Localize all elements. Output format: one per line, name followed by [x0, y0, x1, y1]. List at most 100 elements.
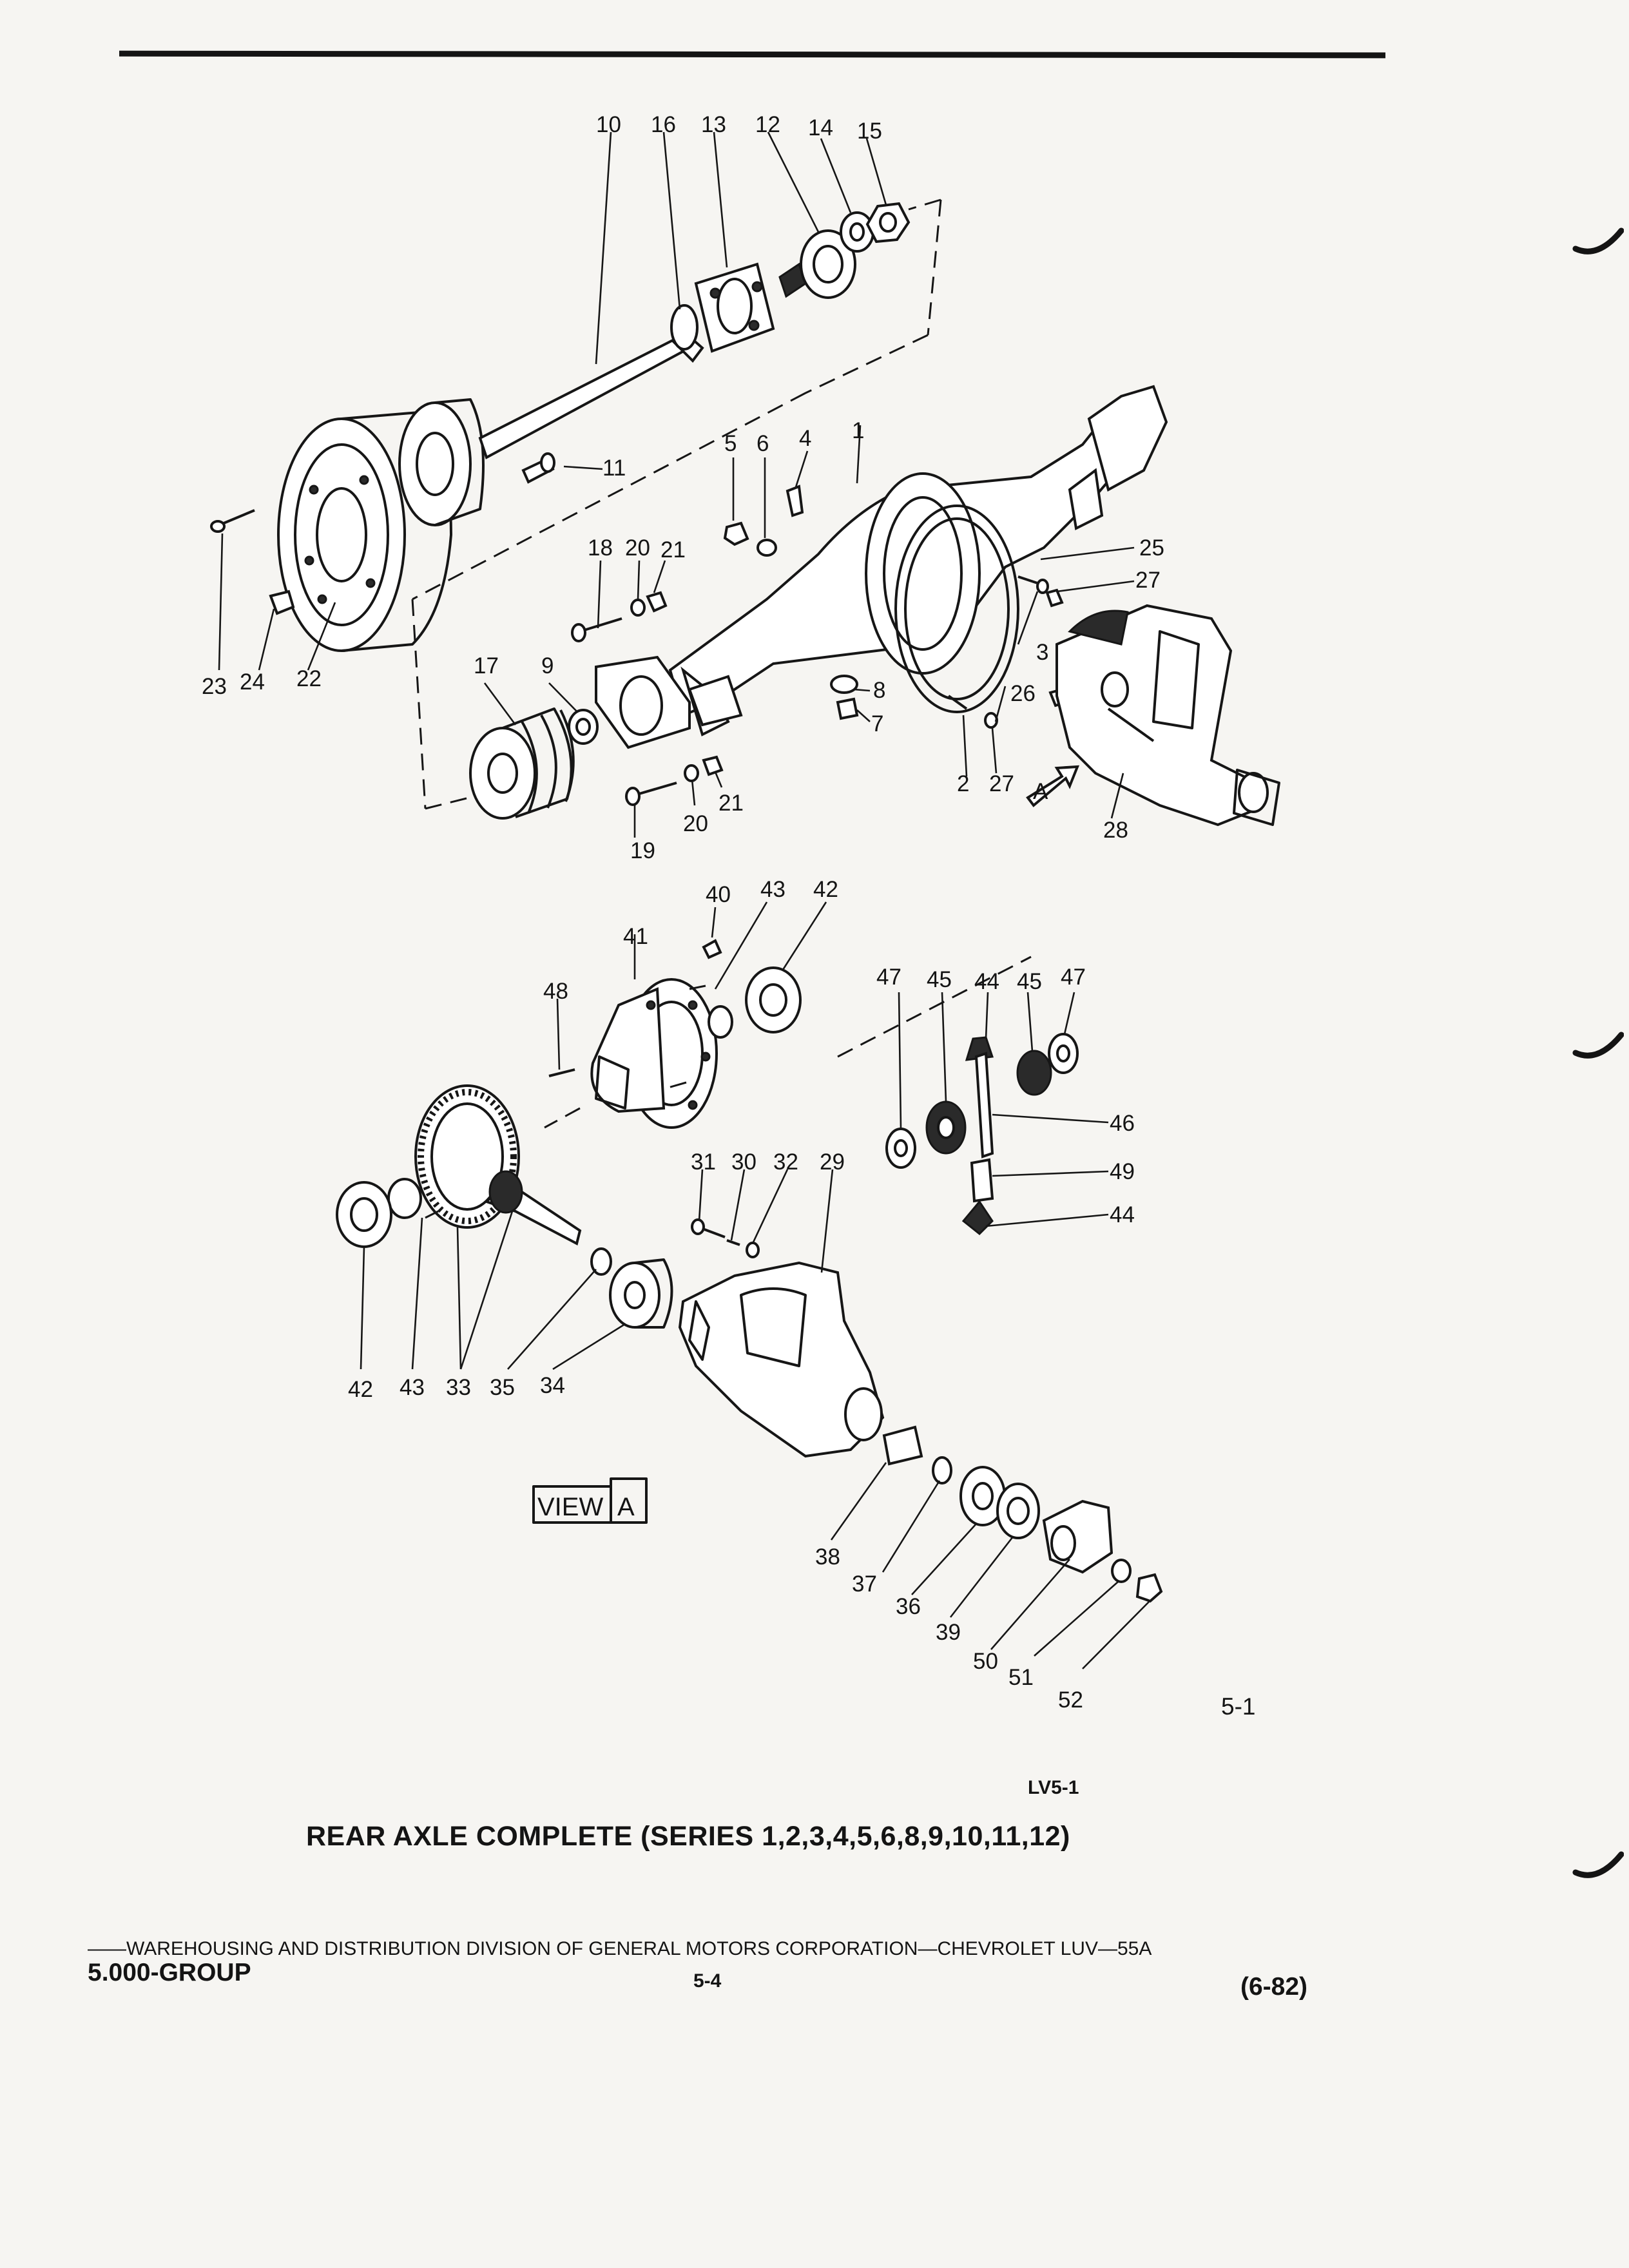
callout-14: 14 — [808, 115, 833, 140]
breather-4 — [786, 485, 804, 517]
brake-drum-22 — [277, 411, 452, 652]
pin-48 — [548, 1068, 575, 1077]
shaft-seal-plate-13 — [694, 262, 775, 353]
axle-housing-flange-left — [595, 655, 691, 749]
assembly-alignment-lines — [425, 956, 1032, 1219]
nut-21 — [646, 591, 668, 613]
shim-43 — [708, 1005, 733, 1039]
companion-flange-50 — [1042, 1499, 1113, 1574]
view-letter-text: A — [617, 1493, 635, 1521]
washer-20 — [630, 599, 646, 617]
footer-group: 5.000-GROUP — [88, 1959, 251, 1986]
plug-5 — [723, 521, 749, 546]
callout-16: 16 — [651, 112, 676, 137]
washer-20b — [684, 764, 699, 782]
callout-44: 44 — [974, 969, 999, 994]
differential-gasket-3 — [894, 505, 1019, 713]
thrust-washer-47b — [1048, 1033, 1079, 1074]
pinion-shaft-46 — [974, 1052, 994, 1158]
oil-seal-39 — [996, 1483, 1040, 1539]
callout-21b: 21 — [718, 791, 744, 816]
callout-26: 26 — [1010, 681, 1036, 706]
axle-flange — [398, 398, 485, 526]
differential-case-41 — [590, 978, 718, 1129]
callout-7: 7 — [871, 711, 883, 736]
footer-date: (6-82) — [1240, 1973, 1308, 2001]
washer-51 — [1111, 1559, 1132, 1583]
callout-27b: 27 — [989, 771, 1014, 796]
callout-46: 46 — [1110, 1111, 1135, 1136]
callout-25: 25 — [1139, 535, 1164, 561]
gasket-6 — [757, 539, 777, 557]
callout-49: 49 — [1110, 1159, 1135, 1184]
view-a-arrow: A — [1026, 765, 1080, 807]
callout-10: 10 — [596, 112, 621, 137]
drain-plug-7 — [836, 697, 859, 720]
bolt-18 — [571, 617, 622, 642]
bearing-42 — [745, 966, 802, 1033]
callout-1: 1 — [852, 418, 864, 443]
washer-27 — [984, 712, 998, 729]
callout-6: 6 — [757, 431, 769, 456]
gasket-8 — [830, 675, 858, 694]
callout-45b: 45 — [1017, 969, 1042, 994]
callout-41: 41 — [623, 924, 648, 949]
callout-12: 12 — [755, 112, 780, 137]
callout-19: 19 — [630, 838, 655, 863]
callout-17: 17 — [474, 653, 499, 678]
binding-mark-middle — [1572, 1032, 1624, 1059]
callout-34: 34 — [540, 1373, 565, 1398]
nut-24 — [269, 590, 295, 615]
stud-2 — [947, 695, 968, 710]
callout-45: 45 — [927, 967, 952, 992]
pinion-gear-44 — [961, 1200, 994, 1236]
leader-lines — [218, 131, 1151, 1669]
callout-35: 35 — [490, 1375, 515, 1400]
callout-51: 51 — [1008, 1665, 1034, 1690]
callout-42: 42 — [813, 877, 838, 902]
callout-48: 48 — [543, 979, 568, 1004]
washer-27-top — [1036, 579, 1049, 594]
callout-47: 47 — [876, 965, 901, 990]
bolt-31 — [691, 1218, 726, 1238]
callout-40: 40 — [706, 882, 731, 907]
view-a-label: VIEW A — [532, 1477, 648, 1524]
nut-52 — [1135, 1573, 1163, 1603]
callout-31: 31 — [691, 1149, 716, 1175]
washer-30 — [726, 1239, 740, 1246]
callout-13: 13 — [701, 112, 726, 137]
drive-pinion-33 — [484, 1170, 582, 1245]
callout-43: 43 — [760, 877, 786, 902]
spring-seat-left — [688, 675, 743, 727]
callout-47b: 47 — [1061, 965, 1086, 990]
lock-washer-14 — [840, 211, 874, 253]
callout-29: 29 — [820, 1149, 845, 1175]
binding-mark-bottom — [1572, 1851, 1624, 1878]
callout-11: 11 — [602, 456, 626, 481]
callout-50: 50 — [973, 1649, 998, 1674]
shim-37 — [932, 1456, 952, 1485]
callout-38: 38 — [815, 1544, 840, 1570]
footer-page-number: 5-4 — [693, 1970, 722, 1992]
callout-23: 23 — [202, 674, 227, 699]
footer-division-line: ——WAREHOUSING AND DISTRIBUTION DIVISION … — [88, 1938, 1152, 1959]
callout-22: 22 — [296, 666, 322, 691]
callout-9: 9 — [541, 653, 554, 678]
spacer-9 — [568, 709, 599, 745]
callout-3: 3 — [1036, 640, 1048, 665]
collapsible-spacer-35 — [590, 1247, 612, 1276]
callout-21: 21 — [660, 537, 686, 562]
callout-15: 15 — [857, 119, 882, 144]
callout-5: 5 — [724, 431, 737, 456]
callout-44b: 44 — [1110, 1202, 1135, 1227]
figure-number: 5-1 — [1221, 1693, 1256, 1720]
side-gear-45b — [1016, 1050, 1052, 1096]
bearing-12 — [778, 229, 856, 299]
figure-caption: REAR AXLE COMPLETE (SERIES 1,2,3,4,5,6,8… — [306, 1821, 1070, 1852]
callout-28: 28 — [1103, 818, 1128, 843]
callout-39: 39 — [936, 1620, 961, 1645]
thrust-washer-47 — [885, 1128, 916, 1169]
callout-4: 4 — [799, 426, 811, 451]
bearing-retainer-16 — [670, 304, 699, 351]
